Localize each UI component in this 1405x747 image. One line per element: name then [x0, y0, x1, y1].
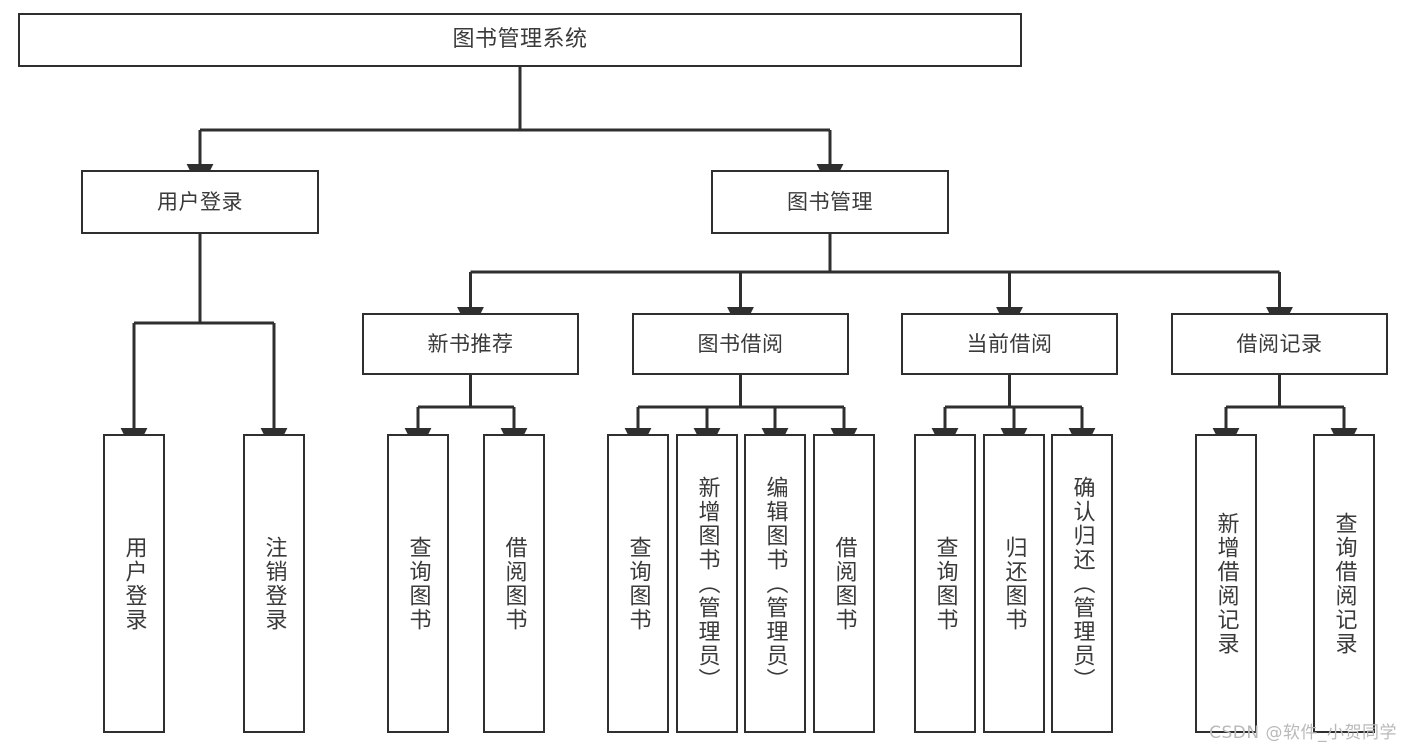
node-leaf-query-book-1[interactable]: 查询图书: [387, 434, 449, 733]
node-leaf-query-book-3[interactable]: 查询图书: [914, 434, 976, 733]
node-leaf-user-logout[interactable]: 注销登录: [243, 434, 305, 733]
node-label-leaf-return-book: 归还图书: [1001, 535, 1027, 632]
node-label-leaf-add-book: 新增图书（管理员）: [694, 475, 720, 692]
node-label-leaf-query-book-3: 查询图书: [932, 535, 958, 632]
node-label-leaf-add-record: 新增借阅记录: [1213, 511, 1239, 656]
node-label-book-manage: 图书管理: [787, 189, 873, 214]
node-new-book-rec[interactable]: 新书推荐: [362, 313, 579, 375]
node-label-leaf-borrow-book-2: 借阅图书: [831, 535, 857, 632]
node-label-leaf-query-book-2: 查询图书: [625, 535, 651, 632]
node-leaf-user-login[interactable]: 用户登录: [103, 434, 165, 733]
node-leaf-edit-book[interactable]: 编辑图书（管理员）: [744, 434, 806, 733]
node-leaf-return-book[interactable]: 归还图书: [983, 434, 1045, 733]
node-label-leaf-edit-book: 编辑图书（管理员）: [762, 475, 788, 692]
node-leaf-add-record[interactable]: 新增借阅记录: [1195, 434, 1257, 733]
node-label-new-book-rec: 新书推荐: [427, 331, 514, 356]
node-label-borrow-record: 借阅记录: [1236, 331, 1323, 356]
node-label-root: 图书管理系统: [452, 27, 588, 53]
node-label-current-borrow: 当前借阅: [966, 331, 1053, 356]
node-book-manage[interactable]: 图书管理: [711, 170, 949, 234]
node-label-leaf-borrow-book-1: 借阅图书: [501, 535, 527, 632]
node-borrow-record[interactable]: 借阅记录: [1171, 313, 1388, 375]
node-leaf-confirm-return[interactable]: 确认归还（管理员）: [1051, 434, 1113, 733]
node-root[interactable]: 图书管理系统: [18, 13, 1022, 67]
node-label-leaf-query-record: 查询借阅记录: [1331, 511, 1357, 656]
node-leaf-borrow-book-2[interactable]: 借阅图书: [813, 434, 875, 733]
node-label-leaf-confirm-return: 确认归还（管理员）: [1069, 475, 1095, 692]
node-label-leaf-user-logout: 注销登录: [261, 535, 287, 632]
node-label-book-borrow: 图书借阅: [697, 331, 784, 356]
node-user-login[interactable]: 用户登录: [81, 170, 319, 234]
connector-lines: [120, 67, 1358, 455]
node-leaf-query-book-2[interactable]: 查询图书: [607, 434, 669, 733]
node-leaf-query-record[interactable]: 查询借阅记录: [1313, 434, 1375, 733]
node-label-leaf-query-book-1: 查询图书: [405, 535, 431, 632]
node-current-borrow[interactable]: 当前借阅: [901, 313, 1118, 375]
node-book-borrow[interactable]: 图书借阅: [632, 313, 849, 375]
watermark-label: CSDN @软件_小贺同学: [1209, 723, 1397, 743]
node-leaf-add-book[interactable]: 新增图书（管理员）: [676, 434, 738, 733]
node-label-user-login: 用户登录: [157, 189, 243, 214]
node-label-leaf-user-login: 用户登录: [121, 535, 147, 632]
node-leaf-borrow-book-1[interactable]: 借阅图书: [483, 434, 545, 733]
